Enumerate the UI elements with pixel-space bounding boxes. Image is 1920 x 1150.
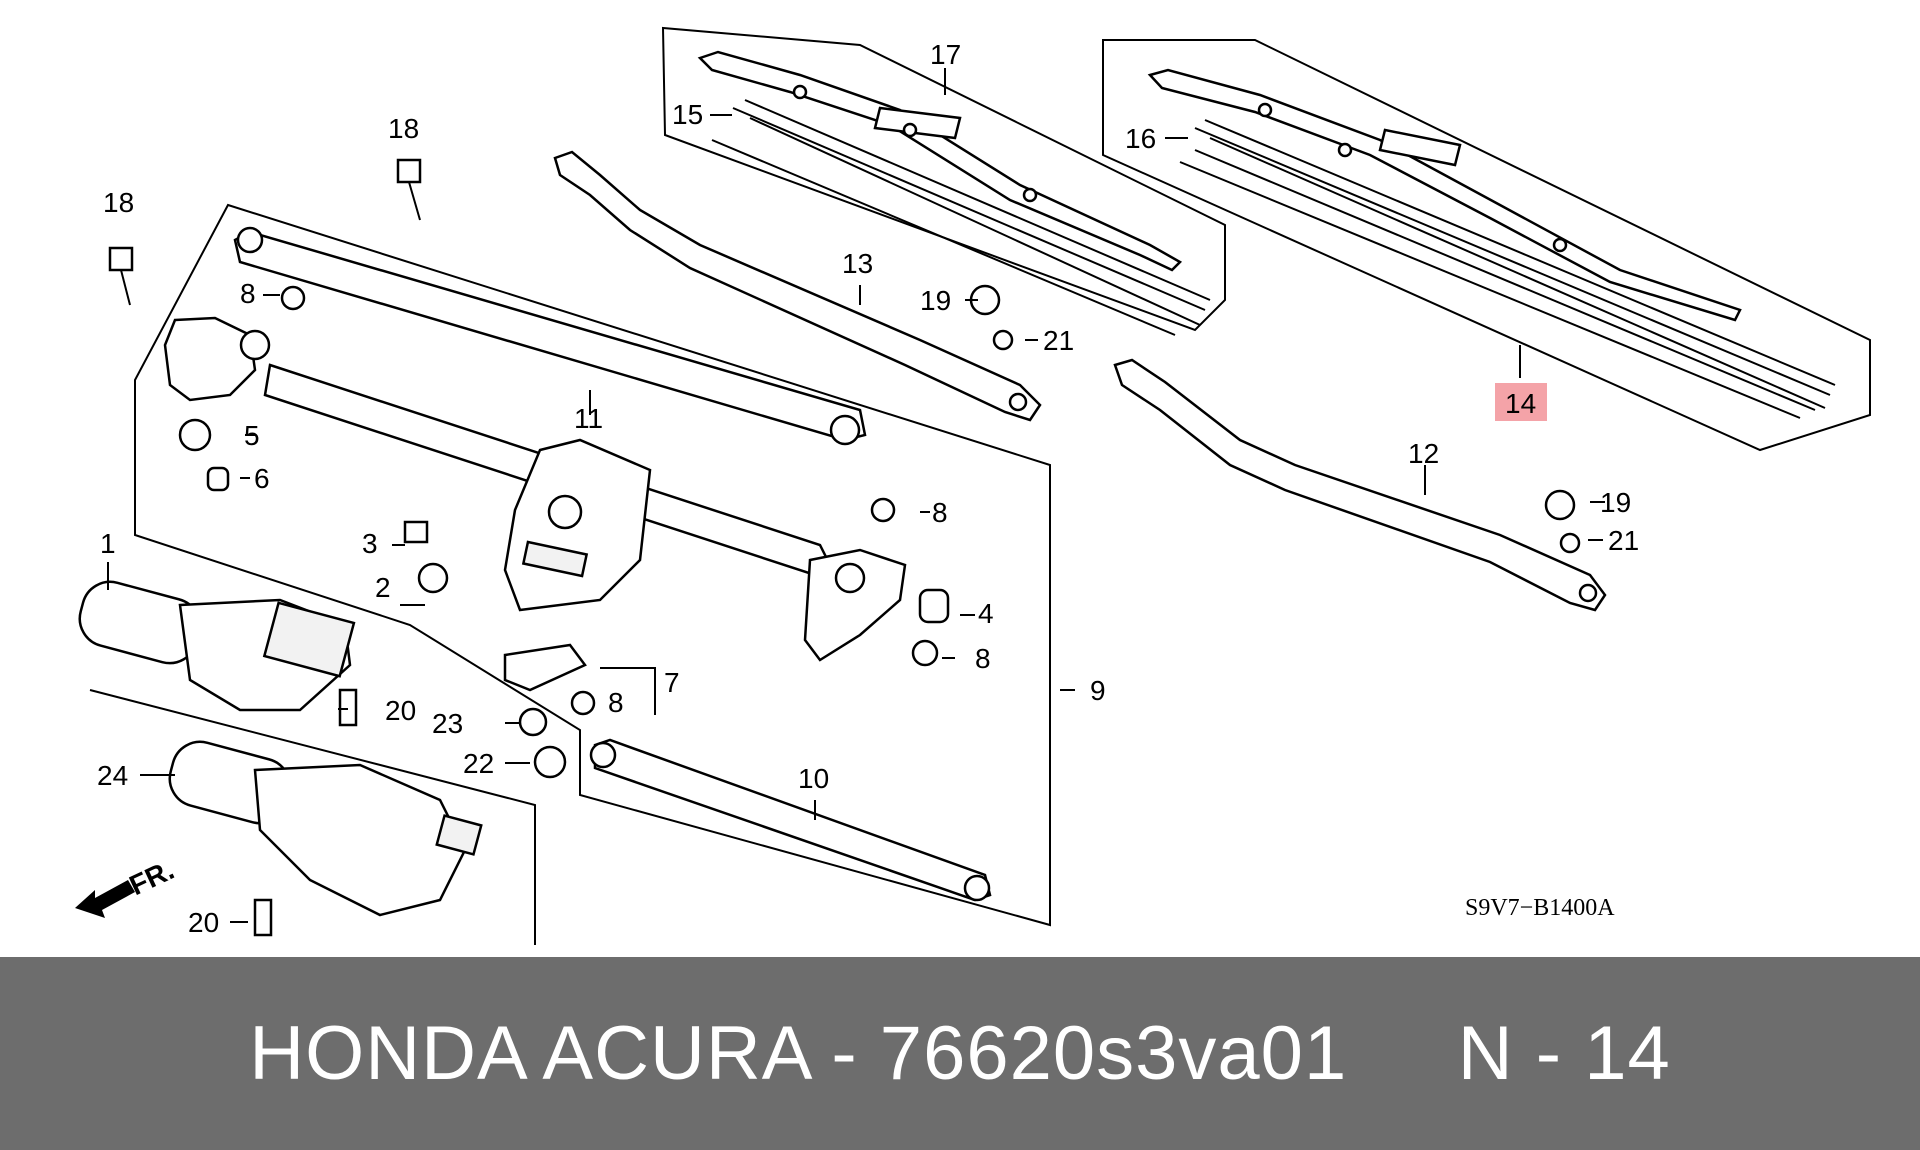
callout-20-upper: 20	[385, 695, 416, 726]
callout-10: 10	[798, 763, 829, 794]
group-outline-blade-17	[661, 26, 1226, 332]
callout-8-right-lower: 8	[975, 643, 991, 674]
callout-7: 7	[664, 667, 680, 698]
callout-21-right: 21	[1608, 525, 1639, 556]
wiper-blade-17	[697, 50, 1211, 336]
wiper-blade-14	[1147, 68, 1836, 419]
callout-labels: 1 2 3 4 5 6 7 8 8 8 8 9 10 11 12 13 14 1…	[97, 39, 1639, 938]
wiper-arm-13	[553, 150, 1042, 422]
callout-8-bracket: 8	[608, 687, 624, 718]
callout-18-left: 18	[103, 187, 134, 218]
callout-15: 15	[672, 99, 703, 130]
callout-19-right: 19	[1600, 487, 1631, 518]
callout-16: 16	[1125, 123, 1156, 154]
link-rod-11	[233, 226, 867, 446]
callout-6: 6	[254, 463, 270, 494]
callout-12: 12	[1408, 438, 1439, 469]
footer-bar: HONDA ACURA - 76620s3va01 N - 14	[0, 957, 1920, 1150]
callout-3: 3	[362, 528, 378, 559]
callout-1: 1	[100, 528, 116, 559]
linkage-frame	[163, 316, 907, 662]
group-outline-linkage	[134, 203, 1051, 927]
part-number-caption: HONDA ACURA - 76620s3va01 N - 14	[249, 1011, 1671, 1096]
callout-9: 9	[1090, 675, 1106, 706]
callout-23: 23	[432, 708, 463, 739]
callout-4: 4	[978, 598, 994, 629]
wiper-motor-24	[168, 740, 483, 917]
wiper-arm-12	[1113, 358, 1607, 612]
callout-24: 24	[97, 760, 128, 791]
diagram-canvas: FR. 1 2 3 4 5 6 7 8 8 8 8 9 10 11 12 13 …	[75, 26, 1871, 945]
callout-8-upper: 8	[240, 278, 256, 309]
wiper-motor-1	[78, 580, 356, 712]
callout-8-right-upper: 8	[932, 497, 948, 528]
callout-11: 11	[574, 403, 603, 434]
callout-2: 2	[375, 572, 391, 603]
drawing-code: S9V7−B1400A	[1465, 895, 1615, 921]
group-outline-blade-14	[1102, 39, 1871, 452]
callout-21-left: 21	[1043, 325, 1074, 356]
front-direction-arrow: FR.	[75, 854, 179, 918]
group-outline-motor-24	[89, 689, 536, 945]
callout-14: 14	[1505, 388, 1536, 419]
callout-18-center: 18	[388, 113, 419, 144]
callout-22: 22	[463, 748, 494, 779]
callout-19-left: 19	[920, 285, 951, 316]
callout-13: 13	[842, 248, 873, 279]
parts-diagram: FR. 1 2 3 4 5 6 7 8 8 8 8 9 10 11 12 13 …	[75, 26, 1871, 945]
callout-20-lower: 20	[188, 907, 219, 938]
callout-17: 17	[930, 39, 961, 70]
hardware-parts	[108, 158, 1581, 937]
callout-5: 5	[244, 420, 260, 451]
direction-label: FR.	[125, 854, 179, 901]
link-rod-10	[589, 738, 992, 902]
highlight-box-14	[1495, 383, 1547, 421]
leader-lines	[107, 68, 1605, 923]
